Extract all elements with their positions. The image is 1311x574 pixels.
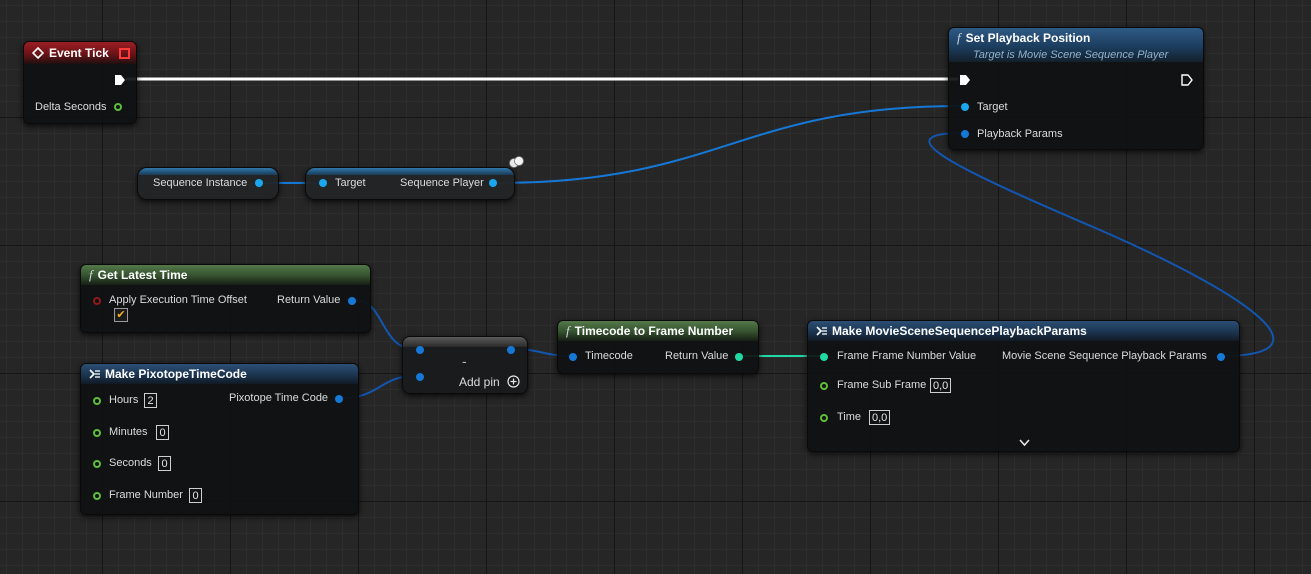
pixotope-timecode-label: Pixotope Time Code — [229, 392, 329, 404]
playback-params-out-label: Movie Scene Sequence Playback Params — [1002, 350, 1207, 362]
sequence-player-output-label: Sequence Player — [400, 177, 484, 189]
function-icon: f — [89, 267, 93, 282]
sequence-player-node[interactable]: Target Sequence Player — [305, 167, 515, 200]
exec-in-pin[interactable] — [959, 74, 971, 86]
minutes-input[interactable]: 0 — [156, 425, 169, 440]
timecode-in-pin[interactable] — [569, 353, 577, 361]
sequence-instance-label: Sequence Instance — [153, 177, 248, 189]
hours-input[interactable]: 2 — [144, 393, 157, 408]
delta-seconds-label: Delta Seconds — [35, 101, 107, 113]
latest-time-return-label: Return Value — [277, 294, 341, 306]
sequence-instance-node[interactable]: Sequence Instance — [137, 167, 279, 200]
apply-offset-checkbox[interactable]: ✔ — [114, 308, 128, 322]
make-playback-params-node[interactable]: Make MovieSceneSequencePlaybackParams Fr… — [807, 320, 1240, 452]
frame-return-label: Return Value — [665, 350, 729, 362]
get-latest-time-title: Get Latest Time — [97, 268, 188, 282]
event-tick-header: Event Tick — [24, 42, 136, 64]
timecode-to-frame-number-node[interactable]: f Timecode to Frame Number Timecode Retu… — [557, 320, 759, 374]
time-input[interactable]: 0,0 — [869, 410, 891, 425]
frame-number-pin[interactable] — [93, 492, 101, 500]
set-playback-subtitle: Target is Movie Scene Sequence Player — [973, 49, 1169, 61]
timecode-in-label: Timecode — [585, 350, 633, 362]
make-struct-icon — [816, 326, 827, 336]
delegate-icon[interactable] — [119, 48, 130, 59]
wire-sequence-player-target[interactable] — [496, 105, 961, 184]
apply-offset-label: Apply Execution Time Offset — [109, 294, 247, 306]
minutes-label: Minutes — [109, 426, 148, 438]
function-icon: f — [957, 30, 961, 45]
get-latest-time-node[interactable]: f Get Latest Time Apply Execution Time O… — [80, 264, 371, 333]
frame-number-label: Frame Number — [109, 489, 183, 501]
target-label: Target — [977, 101, 1008, 113]
seconds-pin[interactable] — [93, 460, 101, 468]
subtract-symbol: - — [462, 353, 467, 369]
subtract-node[interactable]: - Add pin — [402, 336, 528, 394]
target-pin[interactable] — [961, 103, 969, 111]
make-struct-icon — [89, 369, 100, 379]
pixotope-timecode-pin[interactable] — [335, 395, 343, 403]
event-diamond-icon — [32, 47, 44, 59]
seconds-input[interactable]: 0 — [158, 456, 171, 471]
frame-return-pin[interactable] — [735, 353, 743, 361]
playback-params-out-pin[interactable] — [1217, 353, 1225, 361]
sequence-player-target-label: Target — [335, 177, 366, 189]
latest-time-return-pin[interactable] — [348, 297, 356, 305]
sub-frame-input[interactable]: 0,0 — [930, 378, 952, 393]
make-params-header: Make MovieSceneSequencePlaybackParams — [808, 321, 1239, 341]
seconds-label: Seconds — [109, 457, 152, 469]
playback-params-pin[interactable] — [961, 130, 969, 138]
frame-number-input[interactable]: 0 — [189, 488, 202, 503]
event-tick-title: Event Tick — [49, 46, 109, 60]
frame-number-value-pin[interactable] — [820, 353, 828, 361]
subtract-in-b-pin[interactable] — [416, 373, 424, 381]
delta-seconds-pin[interactable] — [114, 103, 122, 111]
set-playback-position-node[interactable]: f Set Playback Position Target is Movie … — [948, 27, 1204, 150]
apply-offset-pin[interactable] — [93, 297, 101, 305]
get-latest-time-header: f Get Latest Time — [81, 265, 370, 285]
function-icon: f — [566, 323, 570, 338]
sequence-instance-pin[interactable] — [255, 179, 263, 187]
timecode-to-frame-header: f Timecode to Frame Number — [558, 321, 758, 341]
time-pin[interactable] — [820, 414, 828, 422]
expand-chevron-icon[interactable] — [1019, 439, 1030, 447]
sequence-player-target-pin[interactable] — [319, 179, 327, 187]
event-tick-node[interactable]: Event Tick Delta Seconds — [23, 41, 137, 124]
make-pixotope-timecode-node[interactable]: Make PixotopeTimeCode Pixotope Time Code… — [80, 363, 359, 515]
wire-playback-params[interactable] — [928, 132, 1275, 357]
exec-then-pin[interactable] — [1181, 74, 1193, 86]
network-icon — [509, 156, 524, 168]
hours-pin[interactable] — [93, 397, 101, 405]
set-playback-title: Set Playback Position — [965, 31, 1091, 45]
add-pin-label[interactable]: Add pin — [459, 375, 500, 389]
exec-out-pin[interactable] — [114, 74, 126, 86]
playback-params-label: Playback Params — [977, 128, 1063, 140]
minutes-pin[interactable] — [93, 429, 101, 437]
make-timecode-title: Make PixotopeTimeCode — [105, 367, 247, 381]
sub-frame-label: Frame Sub Frame — [837, 379, 927, 391]
frame-number-value-label: Frame Frame Number Value — [837, 350, 977, 362]
sequence-player-output-pin[interactable] — [489, 179, 497, 187]
subtract-out-pin[interactable] — [507, 346, 515, 354]
set-playback-header: f Set Playback Position Target is Movie … — [949, 28, 1203, 62]
time-label: Time — [837, 411, 862, 423]
subtract-in-a-pin[interactable] — [416, 346, 424, 354]
add-pin-icon[interactable] — [507, 375, 520, 388]
timecode-to-frame-title: Timecode to Frame Number — [574, 324, 734, 338]
sub-frame-pin[interactable] — [820, 382, 828, 390]
make-timecode-header: Make PixotopeTimeCode — [81, 364, 358, 384]
make-params-title: Make MovieSceneSequencePlaybackParams — [832, 324, 1087, 338]
hours-label: Hours — [109, 394, 139, 406]
